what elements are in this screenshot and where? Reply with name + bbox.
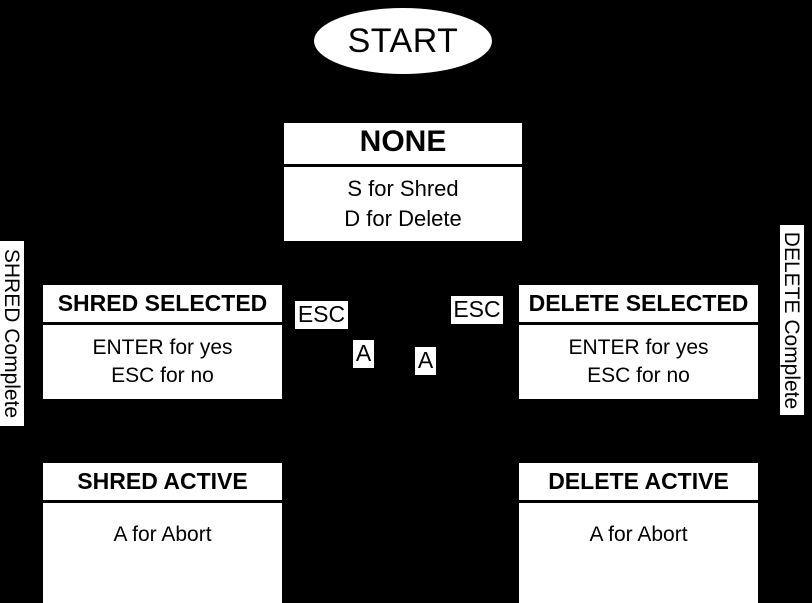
state-body-none: S for Shred D for Delete <box>284 167 522 242</box>
state-body-line: S for Shred <box>347 176 459 202</box>
state-body-line: A for Abort <box>113 523 212 547</box>
edge-label-abort-right: A <box>415 347 436 375</box>
connector-none-to-shred-selected <box>160 241 163 285</box>
side-label-shred-complete: SHRED Complete <box>0 241 24 426</box>
side-label-delete-complete-text: DELETE Complete <box>780 231 804 409</box>
state-box-delete-selected[interactable]: DELETE SELECTED ENTER for yes ESC for no <box>519 285 758 399</box>
start-node[interactable]: START <box>314 8 492 74</box>
side-label-shred-complete-text: SHRED Complete <box>0 248 24 419</box>
state-box-shred-selected[interactable]: SHRED SELECTED ENTER for yes ESC for no <box>43 285 282 399</box>
start-node-label: START <box>347 22 459 60</box>
state-header-delete-active: DELETE ACTIVE <box>519 463 758 504</box>
state-header-delete-selected: DELETE SELECTED <box>519 285 758 326</box>
edge-label-esc-left: ESC <box>295 301 348 329</box>
edge-label-esc-right: ESC <box>451 296 503 324</box>
connector-start-to-none <box>400 73 403 123</box>
state-body-line: ESC for no <box>111 364 214 388</box>
state-body-shred-selected: ENTER for yes ESC for no <box>43 325 282 399</box>
edge-label-abort-left: A <box>353 340 374 368</box>
state-header-none: NONE <box>284 123 522 167</box>
state-body-line: ENTER for yes <box>568 335 709 359</box>
state-body-delete-active: A for Abort <box>519 503 758 603</box>
side-label-delete-complete: DELETE Complete <box>780 225 804 415</box>
state-body-line: A for Abort <box>589 523 688 547</box>
connector-shred-selected-to-shred-active <box>160 399 163 463</box>
state-header-shred-active: SHRED ACTIVE <box>43 463 282 504</box>
diagram-canvas: START NONE S for Shred D for Delete SHRE… <box>0 8 804 603</box>
state-body-line: ESC for no <box>587 364 690 388</box>
state-box-delete-active[interactable]: DELETE ACTIVE A for Abort <box>519 463 758 603</box>
state-box-none[interactable]: NONE S for Shred D for Delete <box>284 123 522 241</box>
connector-none-to-delete-selected <box>637 241 640 285</box>
state-body-shred-active: A for Abort <box>43 503 282 603</box>
state-body-delete-selected: ENTER for yes ESC for no <box>519 325 758 399</box>
state-box-shred-active[interactable]: SHRED ACTIVE A for Abort <box>43 463 282 603</box>
state-body-line: D for Delete <box>344 205 462 231</box>
state-header-shred-selected: SHRED SELECTED <box>43 285 282 326</box>
connector-delete-selected-to-delete-active <box>637 399 640 463</box>
state-body-line: ENTER for yes <box>92 335 233 359</box>
